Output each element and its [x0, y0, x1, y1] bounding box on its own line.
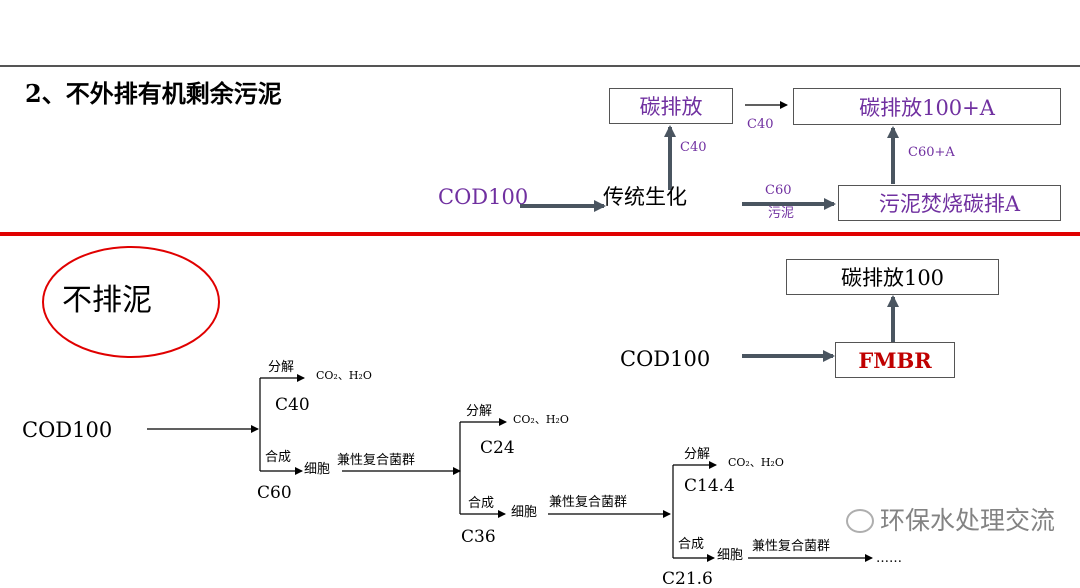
box-total-emission: 碳排放100+A — [793, 88, 1061, 125]
box-emission: 碳排放 — [609, 88, 733, 124]
red-ellipse — [42, 246, 220, 358]
no-sludge-label: 不排泥 — [62, 283, 152, 318]
decompose-label: 分解 — [268, 360, 295, 375]
box-emission-100: 碳排放100 — [786, 259, 999, 295]
carbon-decompose: C24 — [480, 438, 515, 458]
decompose-label: 分解 — [466, 404, 493, 419]
synth-label: 合成 — [468, 496, 495, 511]
tree-root: COD100 — [22, 418, 113, 442]
watermark-text: 环保水处理交流 — [880, 506, 1056, 535]
cell-label: 细胞 — [304, 462, 331, 477]
bacteria-label: 兼性复合菌群 — [337, 453, 416, 468]
label-c60: C60 — [765, 183, 792, 198]
cod-label-fmbr: COD100 — [620, 347, 711, 371]
cod-label-top: COD100 — [438, 185, 529, 209]
product-label: CO₂、H₂O — [513, 413, 569, 426]
carbon-synth: C60 — [257, 483, 292, 503]
box-sludge-incineration: 污泥焚烧碳排A — [838, 185, 1061, 221]
bacteria-label: 兼性复合菌群 — [549, 495, 628, 510]
cell-label: 细胞 — [511, 505, 538, 520]
carbon-decompose: C40 — [275, 395, 310, 415]
label-c40-up: C40 — [680, 140, 707, 155]
carbon-synth: C21.6 — [662, 569, 713, 588]
bacteria-label: 兼性复合菌群 — [752, 539, 831, 554]
section-heading: 2、不外排有机剩余污泥 — [25, 79, 282, 108]
ellipsis: …… — [876, 551, 902, 566]
product-label: CO₂、H₂O — [316, 369, 372, 382]
product-label: CO₂、H₂O — [728, 456, 784, 469]
tree-lines — [147, 374, 873, 562]
wechat-icon — [846, 508, 874, 533]
watermark: 环保水处理交流 — [846, 508, 1055, 533]
synth-label: 合成 — [265, 450, 292, 465]
label-c40-right: C40 — [747, 117, 774, 132]
label-sludge: 污泥 — [768, 206, 795, 221]
synth-label: 合成 — [678, 537, 705, 552]
process-label: 传统生化 — [603, 185, 687, 209]
decompose-label: 分解 — [684, 447, 711, 462]
cell-label: 细胞 — [717, 548, 744, 563]
carbon-decompose: C14.4 — [684, 476, 735, 496]
carbon-synth: C36 — [461, 527, 496, 547]
box-fmbr: FMBR — [835, 342, 955, 378]
label-c60a: C60+A — [908, 145, 955, 160]
